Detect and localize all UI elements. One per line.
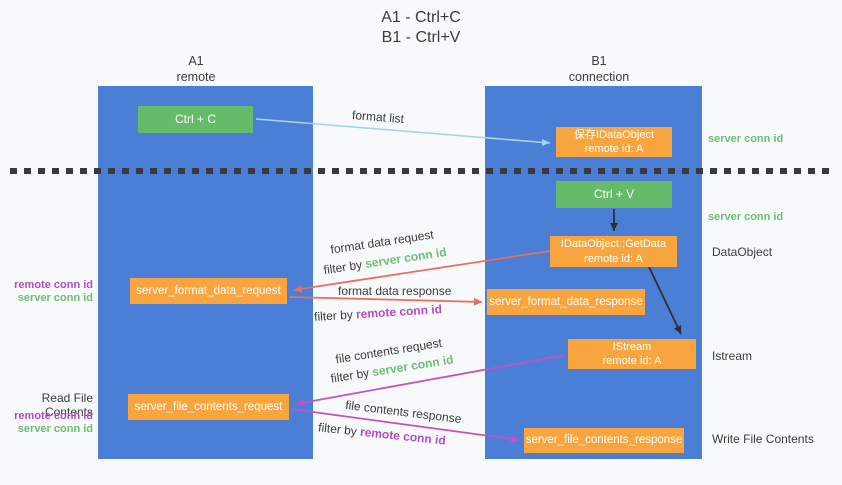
idataobject-getdata-box: IDataObject::GetData remote id: A (550, 236, 677, 267)
title-line-1: A1 - Ctrl+C (381, 9, 461, 26)
write-file-contents-annotation: Write File Contents (712, 432, 814, 446)
filter-by-text: filter by (329, 365, 374, 386)
ctrl-c-action-box: Ctrl + C (138, 106, 253, 133)
save-idataobject-box: 保存IDataObject remote id: A (556, 127, 672, 157)
filter-by-text: filter by (317, 420, 361, 439)
read-file-contents-annotation: Read File Contents (0, 391, 93, 420)
remote-conn-id-text: remote conn id (355, 302, 443, 322)
diagram-title: A1 - Ctrl+C B1 - Ctrl+V (0, 8, 842, 48)
server-file-contents-request-box: server_file_contents_request (128, 394, 289, 420)
istream-line2: remote id: A (602, 355, 662, 367)
server-conn-id-annotation-top: server conn id (708, 133, 784, 145)
istream-line1: IStream (612, 340, 652, 353)
getdata-line2: remote id: A (584, 252, 643, 265)
column-a1-id: A1 (188, 54, 204, 68)
ctrl-c-label: Ctrl + C (174, 111, 216, 126)
format-list-label: format list (351, 107, 405, 127)
left-conn-id-annotations-top: remote conn id server conn id (0, 279, 93, 305)
remote-conn-id-annotation-1: remote conn id (14, 279, 93, 291)
column-header-a1: A1 remote (146, 54, 246, 85)
save-idataobject-line1: 保存IDataObject (573, 128, 655, 141)
left-conn-id-annotations-bottom: remote conn id server conn id (0, 410, 93, 436)
filter-by-text: filter by (313, 307, 357, 324)
server-file-contents-response-box: server_file_contents_response (524, 428, 684, 453)
column-b1-id: B1 (591, 54, 607, 68)
file-response-label: server_file_contents_response (525, 434, 683, 447)
server-format-data-request-box: server_format_data_request (130, 278, 287, 304)
filter-by-remote-conn-id-label-2: filter by remote conn id (318, 420, 447, 447)
column-a1-name: remote (176, 69, 216, 84)
getdata-line1: IDataObject::GetData (560, 238, 667, 251)
ctrl-v-label: Ctrl + V (593, 186, 635, 201)
filter-by-text: filter by (322, 257, 367, 278)
server-conn-id-annotation-2: server conn id (17, 423, 93, 436)
server-conn-id-annotation-mid: server conn id (708, 211, 784, 223)
remote-conn-id-annotation-2: remote conn id (14, 410, 93, 422)
remote-conn-id-text: remote conn id (359, 424, 447, 448)
server-format-data-response-box: server_format_data_response (487, 289, 645, 315)
istream-annotation: Istream (712, 349, 753, 363)
filter-by-remote-conn-id-label-1: filter by remote conn id (314, 302, 443, 324)
title-line-2: B1 - Ctrl+V (381, 29, 461, 46)
column-b1-name: connection (568, 69, 630, 84)
file-request-label: server_file_contents_request (134, 400, 283, 413)
format-data-response-label: format data response (338, 284, 452, 298)
dataobject-annotation: DataObject (712, 245, 773, 259)
column-header-b1: B1 connection (549, 54, 649, 85)
ctrl-v-action-box: Ctrl + V (556, 181, 672, 208)
format-request-label: server_format_data_request (136, 284, 281, 297)
file-contents-response-label: file contents response (344, 397, 463, 427)
istream-box: IStream remote id: A (568, 339, 696, 369)
read-file-contents-text: Read File Contents (41, 391, 93, 420)
save-idataobject-line2: remote id: A (584, 143, 644, 155)
server-conn-id-annotation-1: server conn id (17, 292, 93, 305)
format-response-label: server_format_data_response (489, 295, 643, 308)
